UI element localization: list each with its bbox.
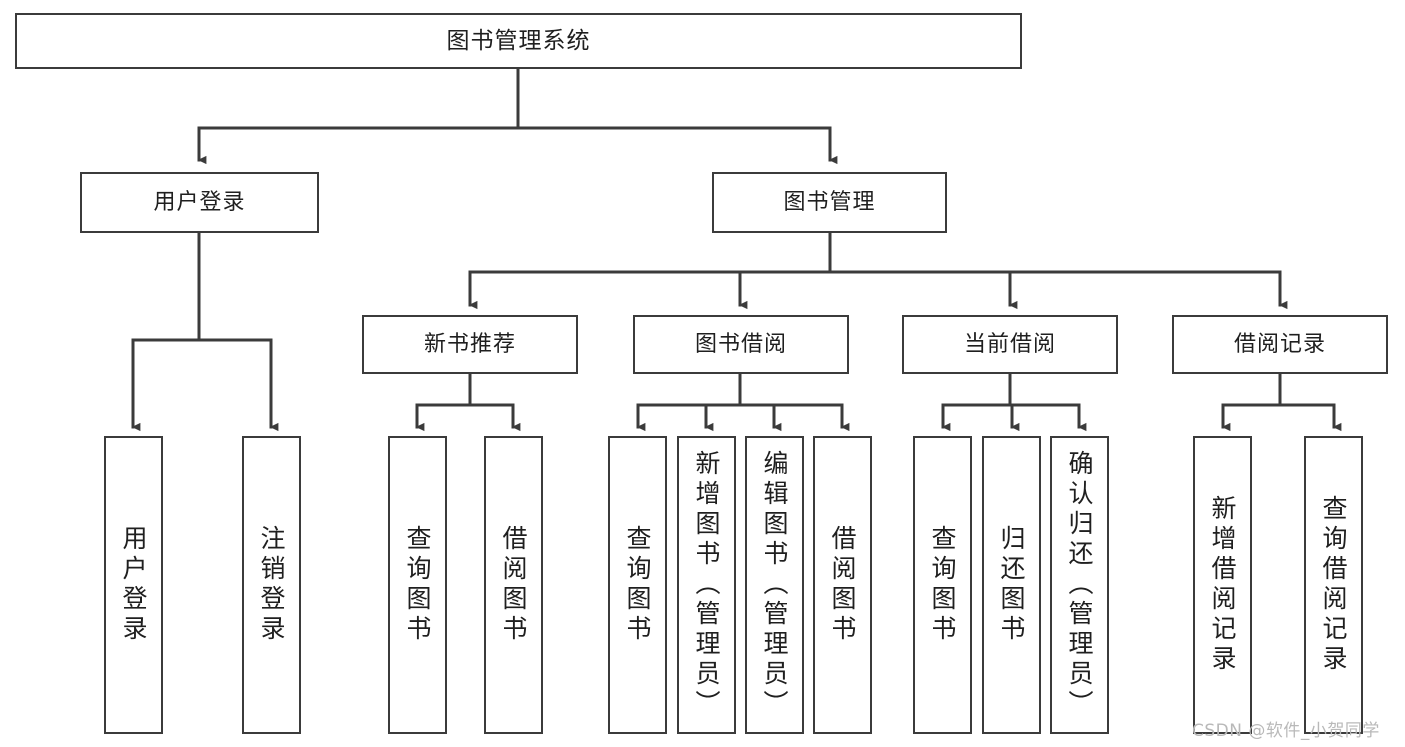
node-current-borrow[interactable]: 当前借阅 <box>902 315 1118 374</box>
node-label: 借阅图书 <box>828 525 857 645</box>
node-label: 当前借阅 <box>963 331 1056 357</box>
node-label: 图书管理 <box>783 189 876 215</box>
leaf-return-book[interactable]: 归还图书 <box>982 436 1041 734</box>
leaf-confirm-return-admin[interactable]: 确认归还（管理员） <box>1050 436 1109 734</box>
node-user-login[interactable]: 用户登录 <box>80 172 319 233</box>
node-label: 查询借阅记录 <box>1319 495 1348 675</box>
node-label: 新书推荐 <box>423 331 516 357</box>
node-book-borrow[interactable]: 图书借阅 <box>633 315 849 374</box>
leaf-borrow-book-recommend[interactable]: 借阅图书 <box>484 436 543 734</box>
leaf-query-borrow-record[interactable]: 查询借阅记录 <box>1304 436 1363 734</box>
node-label: 借阅记录 <box>1233 331 1326 357</box>
node-label: 借阅图书 <box>499 525 528 645</box>
node-label: 归还图书 <box>997 525 1026 645</box>
leaf-borrow-book[interactable]: 借阅图书 <box>813 436 872 734</box>
leaf-query-book-recommend[interactable]: 查询图书 <box>388 436 447 734</box>
node-label: 用户登录 <box>119 525 148 645</box>
node-label: 图书借阅 <box>694 331 787 357</box>
leaf-user-login[interactable]: 用户登录 <box>104 436 163 734</box>
node-label: 查询图书 <box>403 525 432 645</box>
node-label: 查询图书 <box>928 525 957 645</box>
node-label: 新增图书（管理员） <box>692 450 721 720</box>
node-label: 图书管理系统 <box>446 27 591 54</box>
node-book-management[interactable]: 图书管理 <box>712 172 947 233</box>
node-label: 编辑图书（管理员） <box>760 450 789 720</box>
leaf-add-borrow-record[interactable]: 新增借阅记录 <box>1193 436 1252 734</box>
node-label: 查询图书 <box>623 525 652 645</box>
leaf-query-book-borrow[interactable]: 查询图书 <box>608 436 667 734</box>
node-label: 注销登录 <box>257 525 286 645</box>
node-new-book-recommend[interactable]: 新书推荐 <box>362 315 578 374</box>
node-label: 确认归还（管理员） <box>1065 450 1094 720</box>
leaf-add-book-admin[interactable]: 新增图书（管理员） <box>677 436 736 734</box>
leaf-logout[interactable]: 注销登录 <box>242 436 301 734</box>
csdn-watermark: CSDN @软件_小贺同学 <box>1192 721 1380 741</box>
leaf-edit-book-admin[interactable]: 编辑图书（管理员） <box>745 436 804 734</box>
node-root-system[interactable]: 图书管理系统 <box>15 13 1022 69</box>
leaf-query-book-current[interactable]: 查询图书 <box>913 436 972 734</box>
node-borrow-record[interactable]: 借阅记录 <box>1172 315 1388 374</box>
node-label: 用户登录 <box>153 189 246 215</box>
node-label: 新增借阅记录 <box>1208 495 1237 675</box>
